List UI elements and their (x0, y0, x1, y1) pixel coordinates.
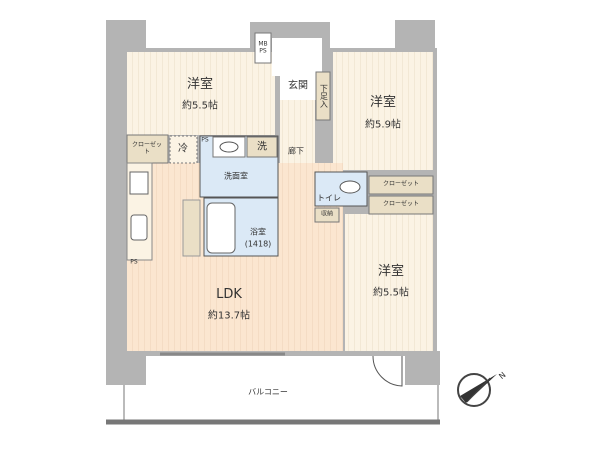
closet-1-label: クローゼット (382, 180, 420, 188)
bedroom-ne-name: 洋室 (369, 94, 397, 110)
ps-small-label: PS (201, 136, 209, 144)
mbps-label: MB PS (258, 40, 268, 54)
bathroom-size: (1418) (244, 239, 272, 249)
bathroom-label: 浴室 (250, 227, 266, 237)
balcony-label: バルコニー (248, 387, 288, 397)
hallway-label: 廊下 (288, 146, 304, 156)
closet-2-label: クローゼット (382, 200, 420, 208)
ldk-name: LDK (216, 286, 242, 302)
storage-label: 収納 (320, 210, 334, 218)
ldk-area: 約13.7帖 (207, 310, 251, 322)
entrance-floor (272, 38, 322, 76)
bedroom-ne-floor (333, 52, 433, 170)
laundry-label: 洗 (257, 141, 267, 153)
toilet-label: トイレ (317, 193, 341, 203)
bedroom-se-floor (345, 214, 433, 351)
bedroom-se-area: 約5.5帖 (373, 287, 409, 299)
bedroom-nw-name: 洋室 (186, 76, 214, 92)
washroom-label: 洗面室 (224, 171, 248, 181)
bedroom-ne-area: 約5.9帖 (365, 119, 401, 131)
bedroom-nw-floor (127, 52, 275, 135)
shoe-storage-label: 下足入 (319, 84, 329, 108)
balcony-floor (112, 356, 434, 419)
compass-icon (457, 373, 497, 407)
ps-kitchen-label: PS (130, 258, 138, 266)
fridge-label: 冷 (178, 143, 188, 155)
bedroom-se-name: 洋室 (377, 263, 405, 279)
bedroom-nw-area: 約5.5帖 (182, 100, 218, 112)
genkan-floor (280, 76, 316, 100)
shoe-storage (315, 71, 331, 121)
closet-left-label: クローゼット (131, 141, 162, 155)
entrance-label: 玄関 (288, 80, 308, 92)
